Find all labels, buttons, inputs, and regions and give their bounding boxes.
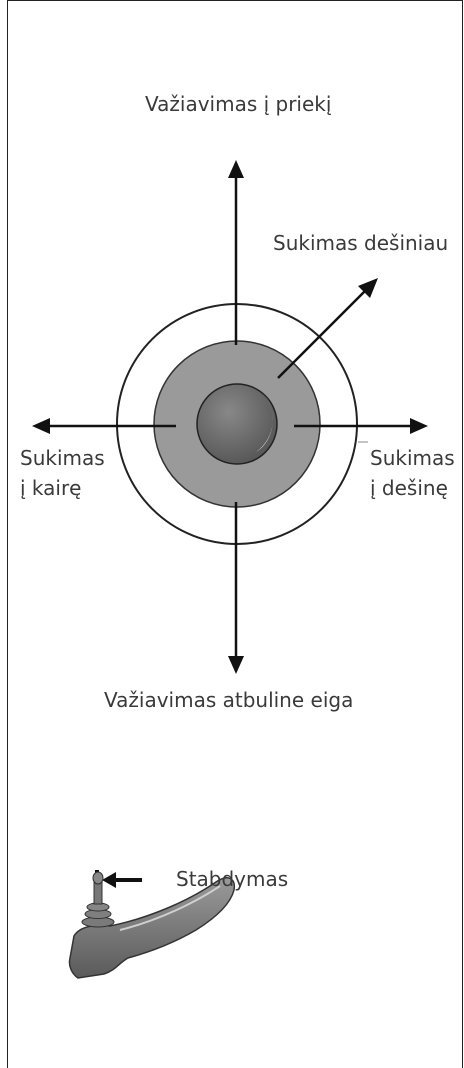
turn-right-label-line2: į dešinę xyxy=(370,476,448,500)
turn-left-label-line2: į kairę xyxy=(20,476,82,500)
forward-label: Važiavimas į priekį xyxy=(145,92,332,116)
turn-right-diagonal-label: Sukimas dešiniau xyxy=(273,231,449,255)
page-frame xyxy=(7,0,463,1068)
diagonal-arrow-shaft xyxy=(277,287,369,379)
brake-label: Stabdymas xyxy=(176,867,289,891)
brake-arrow-icon xyxy=(95,870,142,890)
right-arrowhead xyxy=(410,418,428,434)
joystick-lever-icon xyxy=(68,871,236,979)
backward-label: Važiavimas atbuline eiga xyxy=(104,688,354,712)
joystick-knob xyxy=(196,383,278,465)
left-arrowhead xyxy=(32,418,50,434)
turn-left-label-line1: Sukimas xyxy=(20,446,105,470)
turn-right-label-line1: Sukimas xyxy=(370,446,455,470)
forward-arrowhead xyxy=(228,160,244,178)
backward-arrowhead xyxy=(228,656,244,674)
diagonal-arrowhead xyxy=(358,278,378,298)
